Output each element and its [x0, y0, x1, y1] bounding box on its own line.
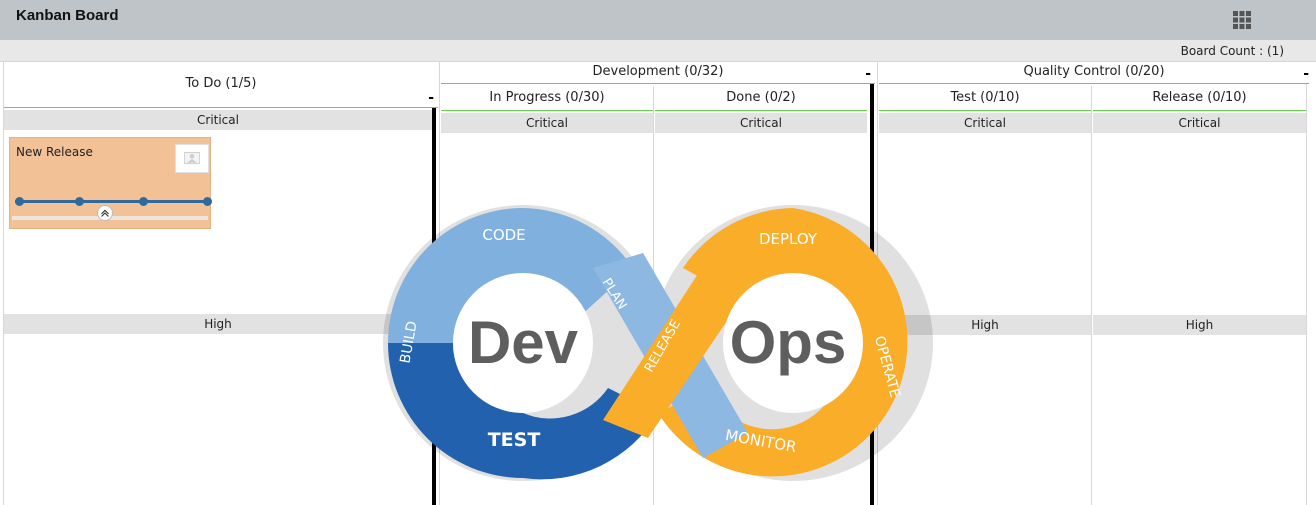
- column-header-development[interactable]: Development (0/32) -: [441, 62, 875, 84]
- swimlane-high: High: [4, 314, 432, 334]
- collapse-button[interactable]: -: [428, 90, 434, 106]
- card-progress-track: [15, 197, 212, 206]
- subcolumn-header-test[interactable]: Test (0/10): [879, 86, 1091, 111]
- subcolumn-header-release[interactable]: Release (0/10): [1093, 86, 1306, 111]
- logo-code-label: CODE: [482, 226, 525, 244]
- kanban-board: To Do (1/5) - Development (0/32) - Quali…: [0, 62, 1316, 505]
- subcolumn-header-done[interactable]: Done (0/2): [655, 86, 867, 111]
- column-divider: [3, 62, 4, 505]
- progress-dot: [15, 197, 24, 206]
- logo-test-label: TEST: [488, 429, 541, 451]
- column-header-quality-control[interactable]: Quality Control (0/20) -: [879, 62, 1309, 84]
- swimlane-critical: Critical: [655, 113, 867, 133]
- card-title: New Release: [16, 145, 93, 159]
- collapse-button[interactable]: -: [1303, 66, 1309, 82]
- placeholder-image-icon: [175, 144, 209, 173]
- swimlane-critical: Critical: [1093, 113, 1306, 133]
- page-title: Kanban Board: [16, 7, 119, 24]
- progress-dot: [75, 197, 84, 206]
- logo-build-label: BUILD: [397, 320, 420, 365]
- column-divider: [1306, 62, 1307, 505]
- logo-deploy-label: DEPLOY: [759, 230, 818, 248]
- column-divider: [1091, 86, 1092, 505]
- board-count: Board Count : (1): [1180, 44, 1284, 58]
- app-header: Kanban Board: [0, 0, 1316, 40]
- column-header-todo[interactable]: To Do (1/5) -: [4, 62, 438, 108]
- chevron-up-icon[interactable]: [97, 205, 113, 221]
- swimlane-critical: Critical: [4, 110, 432, 130]
- progress-dot: [203, 197, 212, 206]
- logo-dev-text: Dev: [468, 309, 579, 376]
- swimlane-high: High: [879, 315, 1091, 335]
- logo-ops-text: Ops: [730, 309, 847, 376]
- progress-dot: [139, 197, 148, 206]
- board-toolbar: Board Count : (1): [0, 40, 1316, 62]
- column-label: To Do (1/5): [185, 76, 257, 91]
- swimlane-critical: Critical: [441, 113, 653, 133]
- kanban-card[interactable]: New Release: [9, 137, 212, 229]
- swimlane-critical: Critical: [879, 113, 1091, 133]
- column-label: Development (0/32): [592, 64, 724, 79]
- subcolumn-header-in-progress[interactable]: In Progress (0/30): [441, 86, 653, 111]
- grid-menu-icon[interactable]: [1233, 11, 1251, 29]
- swimlane-high: High: [1093, 315, 1306, 335]
- devops-infinity-logo: Dev Ops CODE BUILD TEST PLAN RELEASE DEP…: [383, 205, 933, 481]
- collapse-button[interactable]: -: [865, 66, 871, 82]
- column-label: Quality Control (0/20): [1023, 64, 1165, 79]
